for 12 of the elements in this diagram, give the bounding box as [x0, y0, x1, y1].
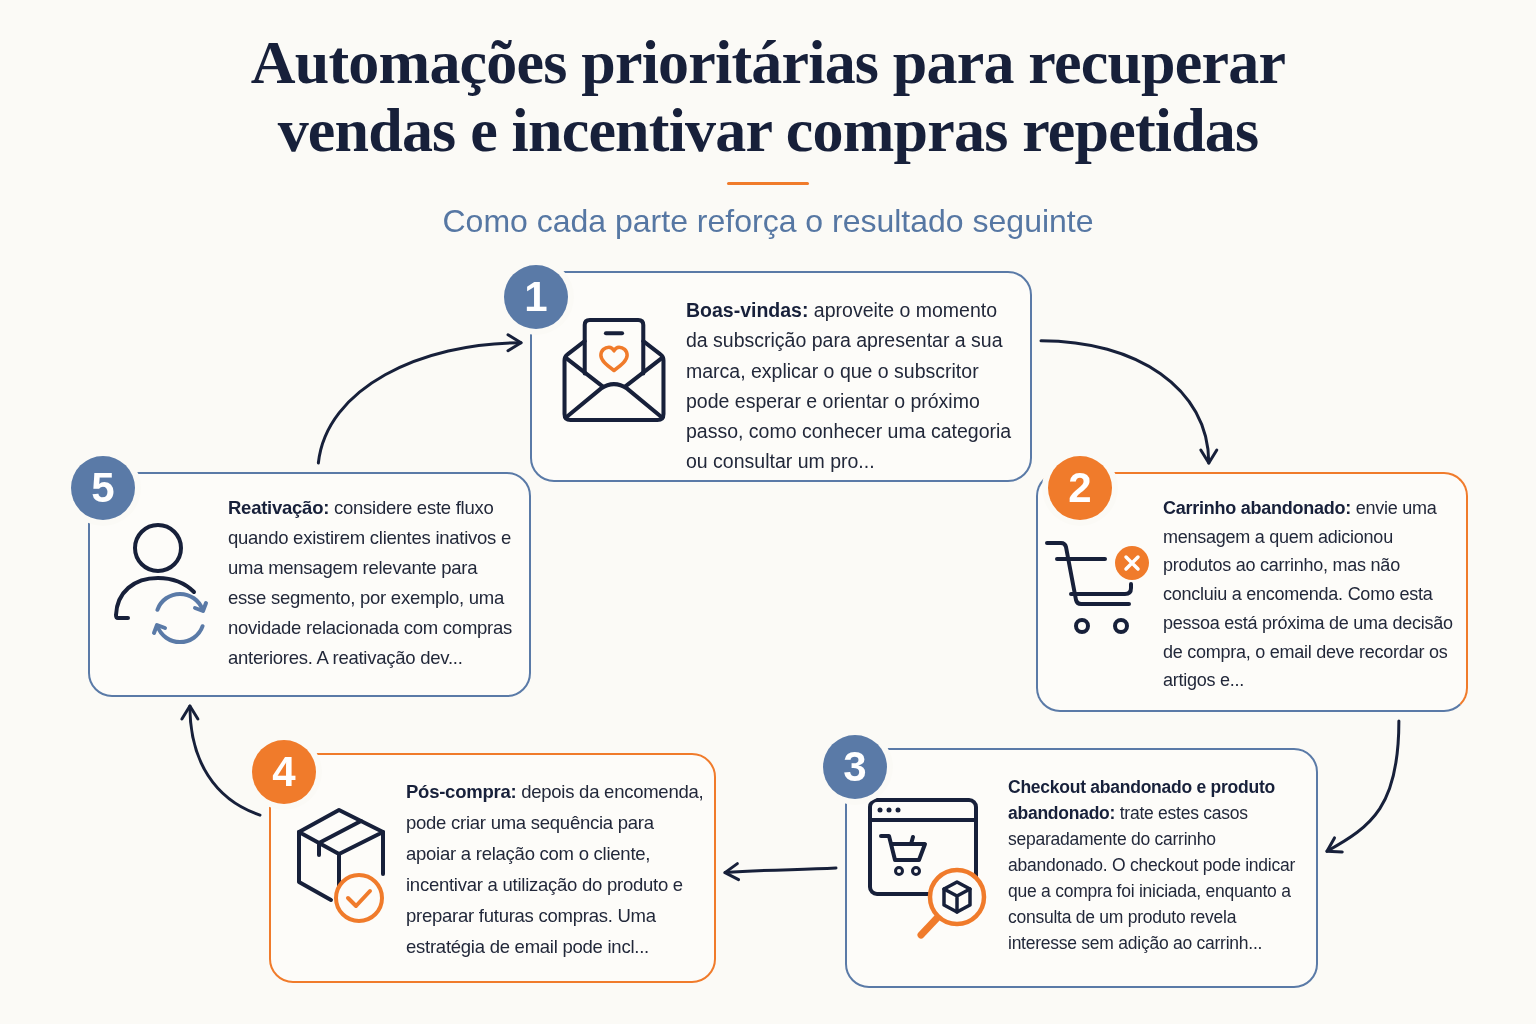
curved-arrow	[316, 333, 523, 465]
step-description: Checkout abandonado e produto abandonado: trate estes casos separadamente do carrinho abandonado. O checkout pode indicar que a compra foi iniciada, enquanto a consulta de um produto revela interesse sem adição ao carrinh...	[1008, 776, 1297, 955]
step-description: Pós-compra: depois da encomenda, pode criar uma sequência para apoiar a relação com o cliente, incentivar a utilização do produto e preparar futuras compras. Uma estratégia de email pode incl...	[406, 780, 704, 959]
step-description: Reativação: considere este fluxo quando existirem clientes inativos e uma mensagem relevante para esse segmento, por exemplo, uma novidade relacionada com compras anteriores. A reativação dev...	[228, 496, 514, 670]
curved-arrow	[723, 862, 838, 882]
curved-arrow	[180, 704, 262, 817]
step-description: Boas-vindas: aproveite o momento da subscrição para apresentar a sua marca, explicar o que o subscritor pode esperar e orientar o próximo passo, como conhecer uma categoria ou consultar um pro...	[686, 298, 1013, 475]
curved-arrow	[1325, 719, 1401, 854]
title: Automações prioritárias para recuperar vendas e incentivar compras repetidas	[249, 28, 1287, 164]
curved-arrow	[1039, 339, 1218, 465]
step-description: Carrinho abandonado: envie uma mensagem a quem adicionou produtos ao carrinho, mas não concluiu a encomenda. Como esta pessoa está próxima de uma decisão de compra, o email deve recordar os artigos e...	[1163, 497, 1454, 693]
subtitle: Como cada parte reforça o resultado seguinte	[442, 202, 1094, 241]
